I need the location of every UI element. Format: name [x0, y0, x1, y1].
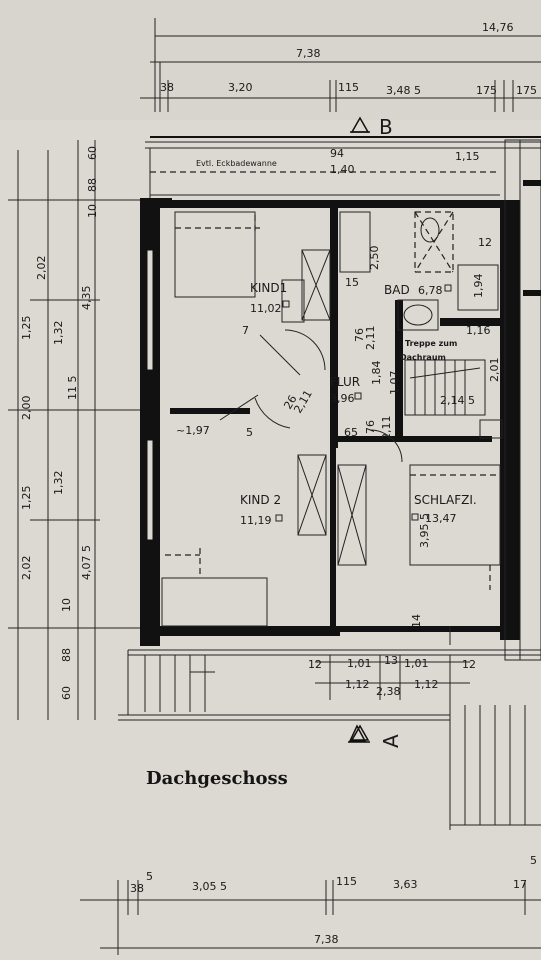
- dim-bottom-seg-b: 5: [146, 870, 153, 883]
- section-label-b: B: [379, 115, 393, 139]
- room-kind1-area: 11,02: [250, 302, 282, 315]
- dim-left-7: 4,35: [80, 286, 93, 311]
- dim-left-11: 1,32: [52, 471, 65, 496]
- dim-left-5: 1,25: [20, 316, 33, 341]
- stair: [404, 359, 486, 416]
- dim-left-3: 10: [86, 204, 99, 218]
- section-label-a: A: [379, 734, 403, 748]
- room-bad-area: 6,78: [418, 284, 443, 297]
- dim-107: 1,07: [388, 371, 401, 396]
- dim-left-4: 2,02: [35, 256, 48, 281]
- dim-top-seg-e: 175: [476, 84, 497, 97]
- dim-116: 1,16: [466, 324, 491, 337]
- kind1-furniture: [174, 211, 331, 323]
- room-flur-area: 3,96: [330, 392, 355, 405]
- dim-left-10: 1,25: [20, 486, 33, 511]
- note-dachraum: Dachraum: [400, 353, 446, 362]
- dim-201: 2,01: [488, 358, 501, 383]
- dim-left-9: 2,00: [20, 396, 33, 421]
- dim-b-238: 2,38: [376, 685, 401, 698]
- dim-bottom-seg-f: 17: [513, 878, 527, 891]
- dim-top-seg-d: 3,48 5: [386, 84, 421, 97]
- note-eckbadewanne: Evtl. Eckbadewanne: [196, 159, 277, 168]
- dim-left-13: 2,02: [20, 556, 33, 581]
- dim-left-8: 11 5: [66, 376, 79, 401]
- dim-left-12: 4,07 5: [80, 545, 93, 580]
- dim-26: 26: [281, 393, 299, 412]
- dim-197: ~1,97: [176, 424, 210, 437]
- floor-label: Dachgeschoss: [146, 768, 288, 789]
- dim-211c: 2,11: [380, 416, 393, 441]
- dim-left-2: 88: [86, 178, 99, 192]
- dim-top-seg-b: 3,20: [228, 81, 253, 94]
- dim-15: 15: [345, 276, 359, 289]
- dim-top-seg-f: 175: [516, 84, 537, 97]
- eaves-bottom: [118, 649, 541, 830]
- dim-7: 7: [242, 324, 249, 337]
- room-kind2-name: KIND 2: [240, 493, 281, 507]
- dim-194: 1,94: [472, 274, 485, 299]
- dim-top-total: 7,38: [296, 47, 321, 60]
- dim-bottom-seg-c: 3,05 5: [192, 880, 227, 893]
- dim-top-seg-a: 38: [160, 81, 174, 94]
- dim-b-13: 13: [384, 654, 398, 667]
- dim-140: 1,40: [330, 163, 355, 176]
- dim-bottom-total: 7,38: [314, 933, 339, 946]
- dim-115: 1,15: [455, 150, 480, 163]
- dim-left-6: 1,32: [52, 321, 65, 346]
- dim-5: 5: [246, 426, 253, 439]
- room-kind2-area: 11,19: [240, 514, 272, 527]
- dim-65: 65: [344, 426, 358, 439]
- dim-bottom-seg-g: 5: [530, 854, 537, 867]
- bottom-dimension-chain: 38 5 3,05 5 115 3,63 17 5 7,38: [80, 854, 541, 955]
- dim-184: 1,84: [370, 361, 383, 386]
- bath-fixtures: [339, 211, 454, 331]
- dim-left-15: 88: [60, 648, 73, 662]
- dim-b-101b: 1,01: [404, 657, 429, 670]
- dim-left-16: 60: [60, 686, 73, 700]
- dim-3955: 3,95 5: [418, 513, 431, 548]
- dim-250: 2,50: [368, 246, 381, 271]
- dim-overall-right: 14,76: [482, 21, 514, 34]
- dim-left-1: 60: [86, 146, 99, 160]
- room-bad-name: BAD: [384, 283, 410, 297]
- left-dimension-chain: 60 88 10 2,02 1,25 1,32 4,35 11 5 2,00 1…: [8, 140, 140, 720]
- dim-211a: 2,11: [364, 326, 377, 351]
- room-labels: KIND1 11,02 BAD 6,78 FLUR 3,96 KIND 2 11…: [240, 281, 477, 527]
- dim-left-14: 10: [60, 598, 73, 612]
- dim-b-101a: 1,01: [347, 657, 372, 670]
- dim-bottom-seg-e: 3,63: [393, 878, 418, 891]
- room-schlafzi-area: 13,47: [425, 512, 457, 525]
- section-marker-b: B: [150, 115, 541, 139]
- kind2-furniture: [161, 454, 367, 627]
- room-kind1-name: KIND1: [250, 281, 287, 295]
- dim-b-12b: 12: [462, 658, 476, 671]
- dim-94: 94: [330, 147, 344, 160]
- section-marker-a: A: [348, 724, 403, 748]
- top-dimension-chain: 14,76 7,38 38 3,20 115 3,48 5 175 175: [140, 18, 541, 112]
- room-flur-name: FLUR: [330, 375, 360, 389]
- right-edge-walls: [457, 139, 541, 661]
- dim-2145: 2,14 5: [440, 394, 475, 407]
- dim-b-112b: 1,12: [414, 678, 439, 691]
- dim-top-seg-c: 115: [338, 81, 359, 94]
- interior-walls: [170, 208, 500, 632]
- dim-76a: 76: [353, 328, 366, 342]
- dim-76b: 76: [364, 420, 377, 434]
- dim-b-12a: 12: [308, 658, 322, 671]
- schlafzi-furniture: [336, 464, 501, 645]
- dim-14: 14: [410, 614, 423, 628]
- dim-bottom-seg-d: 115: [336, 875, 357, 888]
- eaves-top: [145, 141, 541, 200]
- dim-b-112a: 1,12: [345, 678, 370, 691]
- room-schlafzi-name: SCHLAFZI.: [414, 493, 477, 507]
- dim-12: 12: [478, 236, 492, 249]
- note-treppe: Treppe zum: [405, 339, 457, 348]
- dim-bottom-seg-a: 38: [130, 882, 144, 895]
- bottom-inner-dims: 12 1,01 13 1,01 12 1,12 2,38 1,12: [308, 654, 476, 700]
- door-swings: [219, 329, 403, 463]
